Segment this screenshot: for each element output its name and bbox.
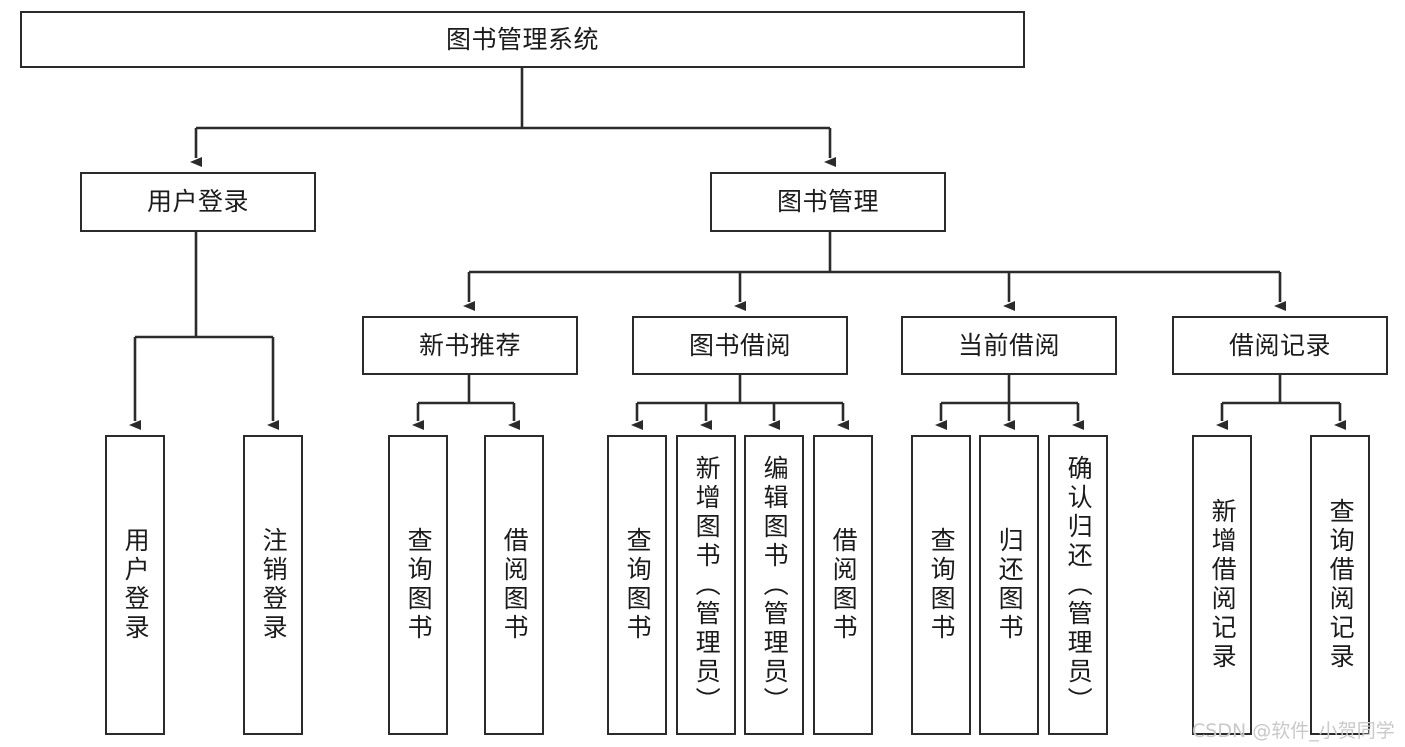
csdn-watermark: CSDN @软件_小贺同学 [1192, 720, 1395, 742]
node-label: 图书管理系统 [445, 24, 599, 54]
node-label: 借阅记录 [1228, 330, 1331, 360]
leaf-edit-book-admin[interactable]: 编辑图书（管理员） [744, 435, 804, 735]
node-label: 图书借阅 [688, 330, 791, 360]
node-label: 图书管理 [776, 187, 879, 217]
leaf-borrow-book-2[interactable]: 借阅图书 [813, 435, 873, 735]
node-label: 查询图书 [404, 527, 434, 643]
leaf-query-book-3[interactable]: 查询图书 [911, 435, 971, 735]
leaf-query-book-2[interactable]: 查询图书 [607, 435, 667, 735]
node-label: 当前借阅 [957, 330, 1060, 360]
node-book-management[interactable]: 图书管理 [710, 172, 946, 232]
node-label: 确认归还（管理员） [1064, 454, 1094, 716]
node-borrow-record[interactable]: 借阅记录 [1172, 316, 1388, 375]
node-label: 查询图书 [927, 527, 957, 643]
node-label: 查询借阅记录 [1326, 498, 1356, 672]
node-label: 新增借阅记录 [1208, 498, 1238, 672]
leaf-add-book-admin[interactable]: 新增图书（管理员） [676, 435, 736, 735]
leaf-add-borrow-record[interactable]: 新增借阅记录 [1192, 435, 1252, 735]
node-new-book-recommend[interactable]: 新书推荐 [362, 316, 578, 375]
node-label: 编辑图书（管理员） [760, 454, 790, 716]
node-label: 新书推荐 [418, 330, 521, 360]
node-label: 新增图书（管理员） [692, 454, 722, 716]
node-root-system[interactable]: 图书管理系统 [20, 11, 1025, 68]
leaf-user-login[interactable]: 用户登录 [105, 435, 165, 735]
node-label: 注销登录 [259, 527, 289, 643]
leaf-return-book[interactable]: 归还图书 [979, 435, 1039, 735]
node-label: 借阅图书 [829, 527, 859, 643]
leaf-query-book-1[interactable]: 查询图书 [388, 435, 448, 735]
node-user-login[interactable]: 用户登录 [80, 172, 316, 232]
node-current-borrow[interactable]: 当前借阅 [901, 316, 1117, 375]
node-label: 借阅图书 [500, 527, 530, 643]
node-label: 归还图书 [995, 527, 1025, 643]
node-book-borrow[interactable]: 图书借阅 [632, 316, 848, 375]
node-label: 用户登录 [146, 187, 249, 217]
leaf-confirm-return-admin[interactable]: 确认归还（管理员） [1048, 435, 1108, 735]
node-label: 查询图书 [623, 527, 653, 643]
node-label: 用户登录 [121, 527, 151, 643]
leaf-logout-login[interactable]: 注销登录 [243, 435, 303, 735]
leaf-query-borrow-record[interactable]: 查询借阅记录 [1310, 435, 1370, 735]
leaf-borrow-book-1[interactable]: 借阅图书 [484, 435, 544, 735]
